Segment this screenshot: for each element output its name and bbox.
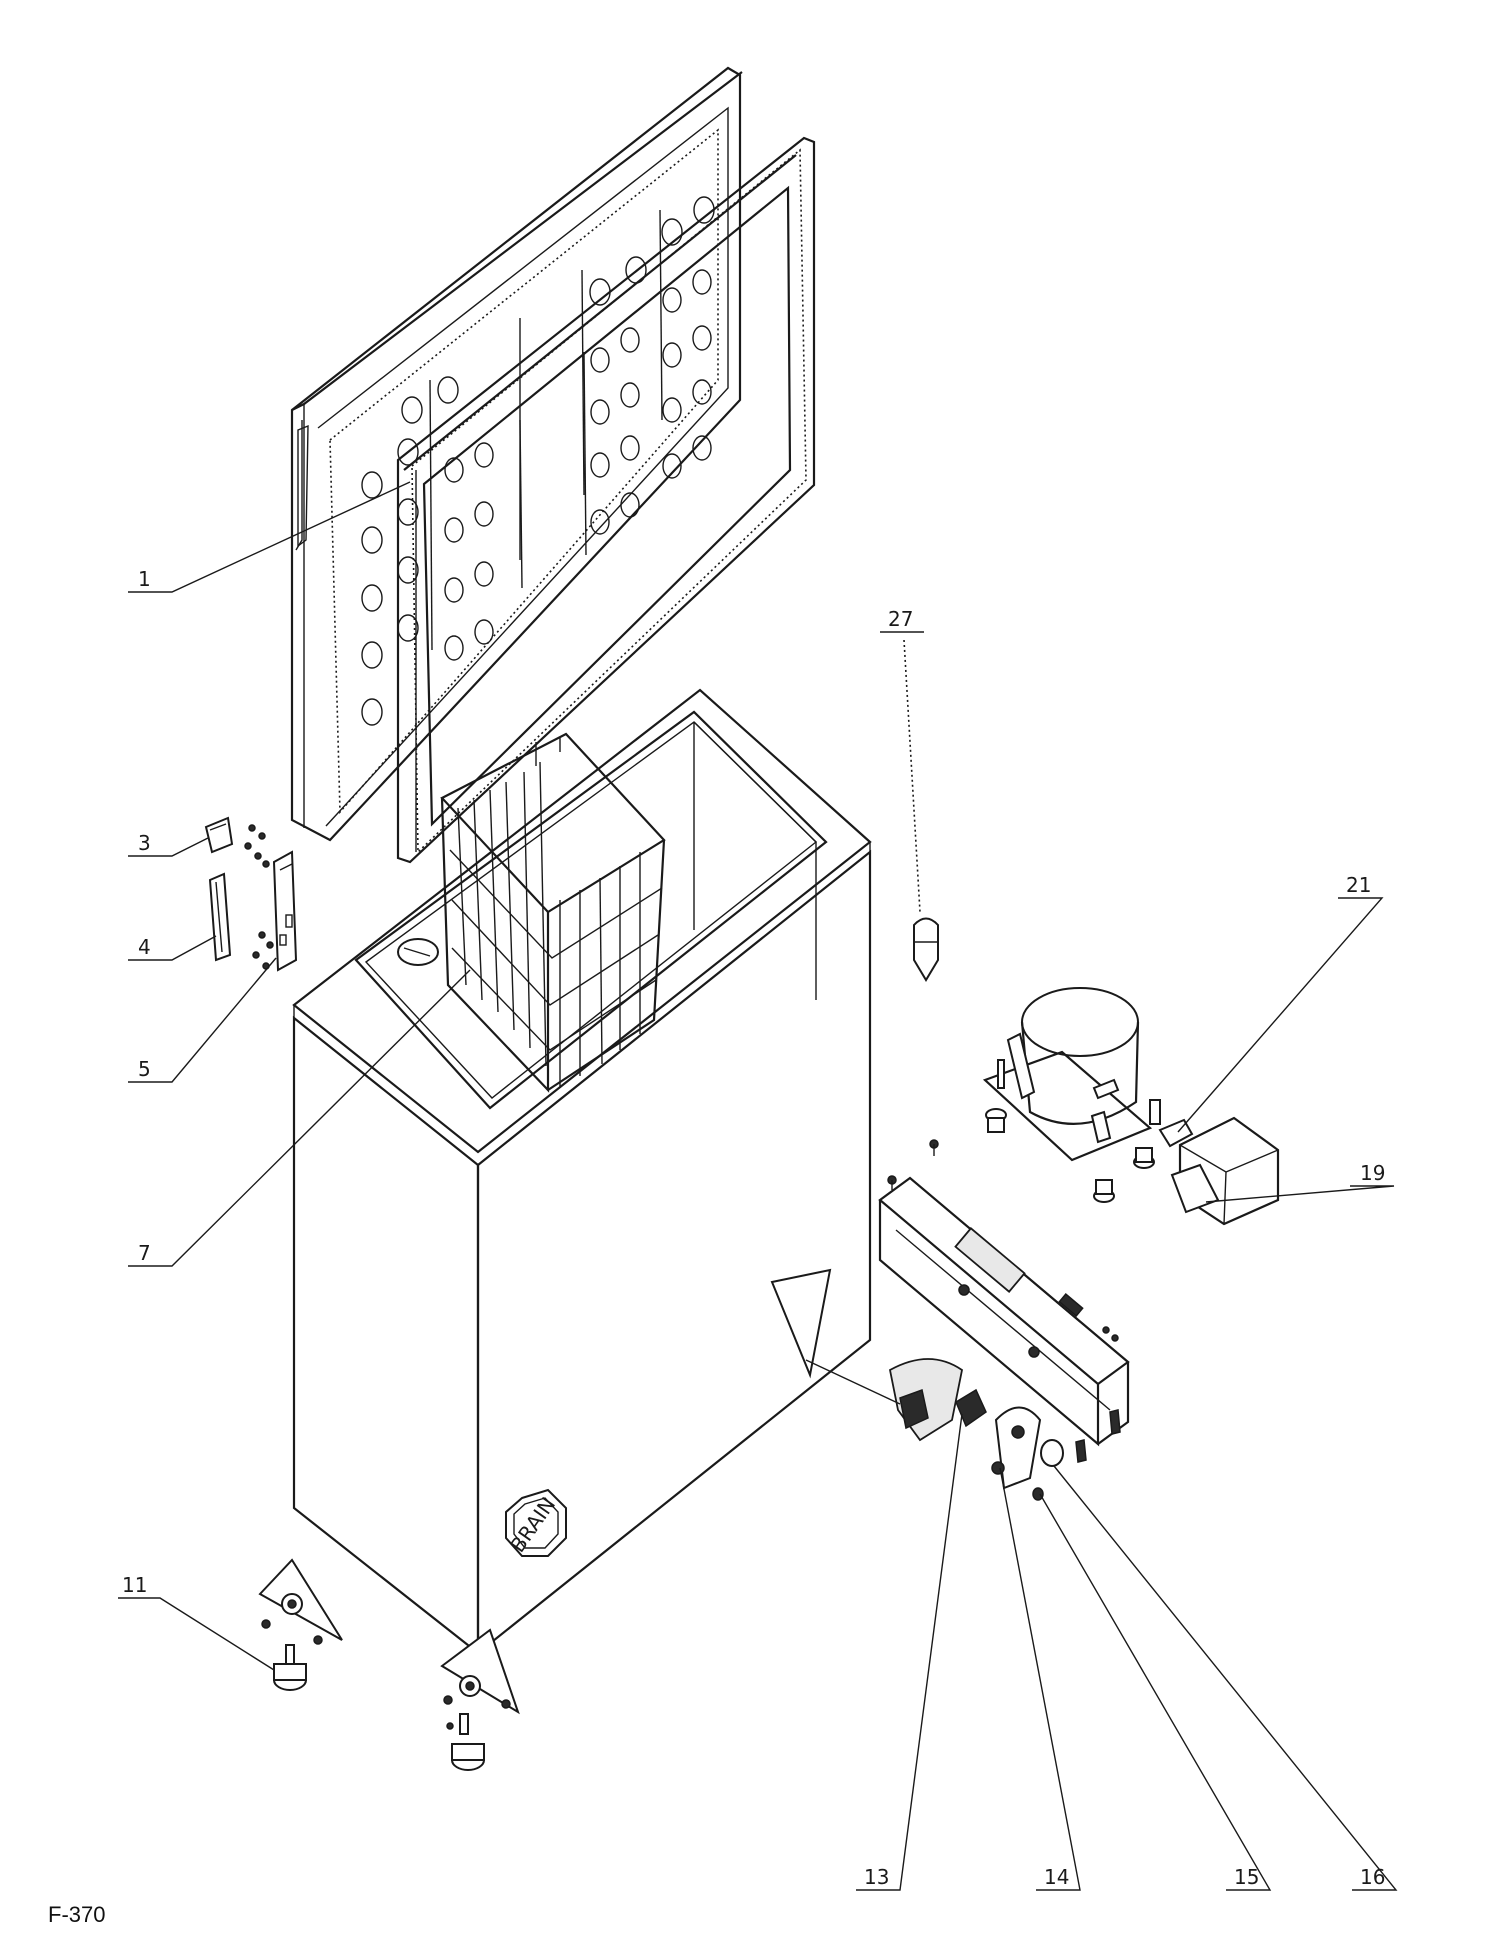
relay-clip <box>1158 1118 1194 1148</box>
callout-labels: 1 3 4 5 7 11 13 14 15 16 19 21 27 <box>122 567 1385 1889</box>
compressor-tube <box>1006 1032 1036 1100</box>
hinge-bracket <box>272 850 298 972</box>
control-panel-cutout <box>770 1268 832 1379</box>
hinge-cover <box>204 816 234 854</box>
cabinet-opening <box>354 710 828 1110</box>
cabinet-front-face <box>292 1015 480 1656</box>
lid-assembly <box>290 66 743 842</box>
callout-4: 4 <box>138 935 151 959</box>
callout-16: 16 <box>1360 1865 1385 1889</box>
callout-13: 13 <box>864 1865 889 1889</box>
callout-19: 19 <box>1360 1161 1385 1185</box>
relay-box <box>1158 1116 1280 1226</box>
callout-21: 21 <box>1346 873 1371 897</box>
callout-3: 3 <box>138 831 151 855</box>
thermostat-plate <box>994 1406 1042 1490</box>
wire-basket <box>440 732 666 1093</box>
callout-7: 7 <box>138 1241 151 1265</box>
gasket-inner-lid <box>396 136 816 864</box>
thermostat-knob <box>1040 1439 1064 1467</box>
callout-leaders <box>118 481 1398 1891</box>
drain-plug <box>903 639 939 982</box>
hinge-arm <box>208 872 232 962</box>
callout-15: 15 <box>1234 1865 1259 1889</box>
inner-lid-frame <box>396 136 816 864</box>
inner-lid-window <box>422 185 792 827</box>
cabinet-side-face <box>476 849 872 1656</box>
document-footer-code: F-370 <box>48 1902 106 1927</box>
lid-inner-seal-line <box>329 128 719 815</box>
callout-5: 5 <box>138 1057 151 1081</box>
thermostat-parts <box>770 1268 1064 1501</box>
brand-badge: BRAIN <box>505 1488 567 1557</box>
hinge-parts <box>204 816 298 972</box>
callout-11: 11 <box>122 1573 147 1597</box>
callout-27: 27 <box>888 607 913 631</box>
compressor-mounting-rail <box>878 1139 1130 1463</box>
compressor <box>982 987 1161 1203</box>
lid-outer-panel <box>290 66 742 842</box>
leveling-feet <box>258 1558 520 1771</box>
inner-lid-holes <box>444 269 712 661</box>
cabinet-body <box>292 688 872 1656</box>
relay-cover <box>1170 1163 1220 1214</box>
callout-14: 14 <box>1044 1865 1069 1889</box>
callout-1: 1 <box>138 567 151 591</box>
thermostat-switch <box>955 1388 987 1428</box>
hinge-screws <box>244 824 274 970</box>
